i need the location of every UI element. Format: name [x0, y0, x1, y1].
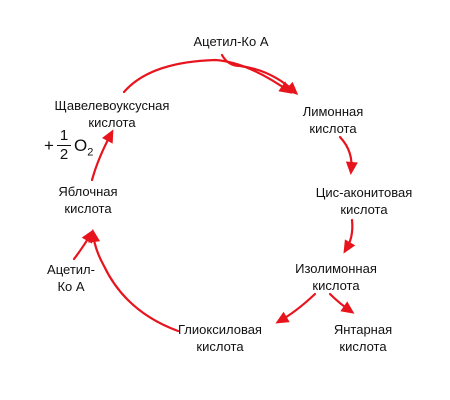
arrow-isocitric-to-succinic-head — [340, 301, 355, 314]
arrow-malic-to-oxaloacetic-head — [102, 129, 114, 144]
node-isocitric-acid: Изолимонная кислота — [295, 261, 377, 293]
node-acetyl-coa-left: Ацетил- Ко А — [47, 262, 95, 294]
node-glyoxylic-acid: Глиоксиловая кислота — [178, 322, 262, 354]
node-citric-acid: Лимонная кислота — [302, 104, 364, 136]
plus-sign: + — [44, 136, 54, 155]
node-oxaloacetic-acid: Щавелевоуксусная кислота — [54, 98, 170, 130]
arrow-citric-to-cisaconitic-head — [345, 161, 358, 175]
one-half-fraction: 1 2 — [57, 128, 71, 163]
arrow-oxaloacetic-to-citric-head — [278, 81, 293, 94]
node-acetyl-coa-top: Ацетил-Ко А — [193, 34, 269, 49]
node-succinic-acid: Янтарная кислота — [333, 322, 393, 354]
node-cis-aconitic-acid: Цис-аконитовая кислота — [315, 185, 413, 217]
arrow-cisaconitic-to-isocitric-head — [343, 239, 356, 254]
arrow-oxaloacetic-to-citric — [122, 58, 292, 94]
oxygen-molecule: O2 — [74, 136, 94, 159]
arrow-acetyl-left-to-malic-head — [81, 229, 94, 244]
half-oxygen-input: + 1 2 O2 — [44, 128, 104, 168]
node-malic-acid: Яблочная кислота — [58, 184, 118, 216]
arrow-glyoxylic-to-malic — [91, 230, 180, 333]
arrow-isocitric-to-glyoxylic-head — [275, 311, 290, 324]
